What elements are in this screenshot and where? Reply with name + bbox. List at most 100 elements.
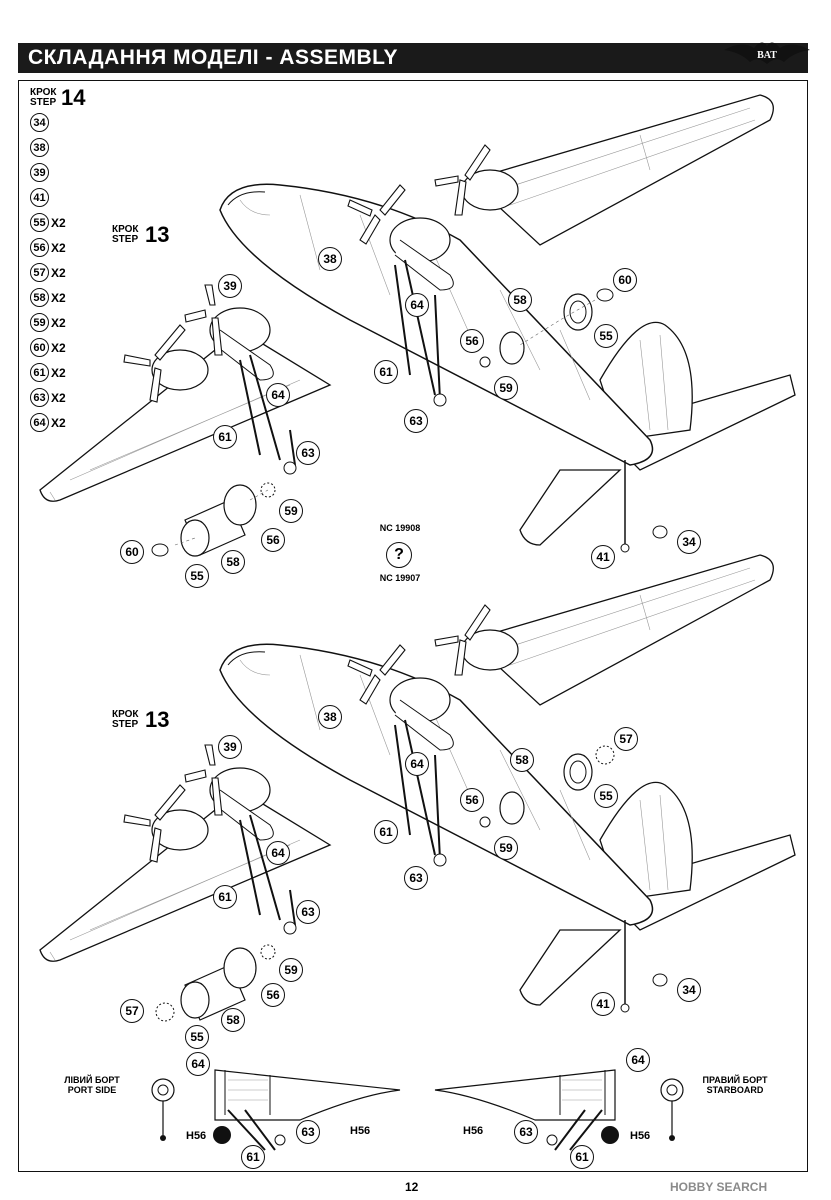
part-number-circle: 64 xyxy=(30,413,49,432)
part-callout: 56 xyxy=(261,983,285,1007)
part-callout: 38 xyxy=(318,247,342,271)
part-callout: 64 xyxy=(405,293,429,317)
paint-code-right-2: H56 xyxy=(630,1130,651,1142)
part-quantity: X2 xyxy=(51,390,66,405)
parts-list-item: 34 xyxy=(30,110,66,135)
part-callout: 61 xyxy=(213,885,237,909)
part-callout: 64 xyxy=(186,1052,210,1076)
part-callout: 64 xyxy=(266,383,290,407)
parts-list-item: 41 xyxy=(30,185,66,210)
part-callout: 39 xyxy=(218,735,242,759)
part-callout: 63 xyxy=(296,441,320,465)
part-number-circle: 41 xyxy=(30,188,49,207)
part-callout: 56 xyxy=(460,788,484,812)
part-callout: 41 xyxy=(591,992,615,1016)
detail-port-side xyxy=(151,1069,401,1151)
part-quantity: X2 xyxy=(51,365,66,380)
part-callout: 34 xyxy=(677,978,701,1002)
paint-code-left-2: H56 xyxy=(350,1125,371,1137)
part-number-circle: 34 xyxy=(30,113,49,132)
part-callout: 64 xyxy=(626,1048,650,1072)
part-quantity: X2 xyxy=(51,265,66,280)
part-callout: 58 xyxy=(221,550,245,574)
part-quantity: X2 xyxy=(51,315,66,330)
part-number-circle: 39 xyxy=(30,163,49,182)
part-callout: 63 xyxy=(296,900,320,924)
part-callout: 34 xyxy=(677,530,701,554)
page-number: 12 xyxy=(405,1180,419,1194)
step14-number: 14 xyxy=(61,85,86,110)
part-callout: 63 xyxy=(296,1120,320,1144)
part-callout: 55 xyxy=(594,324,618,348)
part-callout: 41 xyxy=(591,545,615,569)
part-callout: 63 xyxy=(404,866,428,890)
part-number-circle: 58 xyxy=(30,288,49,307)
svg-text:BAT: BAT xyxy=(757,50,777,61)
part-callout: 63 xyxy=(514,1120,538,1144)
part-callout: 55 xyxy=(185,564,209,588)
instruction-frame xyxy=(18,80,808,1172)
part-callout: 59 xyxy=(279,958,303,982)
bat-logo: BAT xyxy=(722,36,812,70)
variant-bottom: NC 19907 xyxy=(379,573,421,583)
page-title: СКЛАДАННЯ МОДЕЛІ - ASSEMBLY xyxy=(28,46,399,69)
part-callout: 57 xyxy=(120,999,144,1023)
step13-bottom-number: 13 xyxy=(145,707,170,732)
part-callout: 58 xyxy=(221,1008,245,1032)
part-callout: 55 xyxy=(594,784,618,808)
aircraft-view-bottom xyxy=(39,554,796,1022)
part-number-circle: 59 xyxy=(30,313,49,332)
parts-list-item: 38 xyxy=(30,135,66,160)
part-callout: 59 xyxy=(494,836,518,860)
part-callout: 59 xyxy=(279,499,303,523)
part-number-circle: 61 xyxy=(30,363,49,382)
part-callout: 56 xyxy=(460,329,484,353)
part-callout: 61 xyxy=(570,1145,594,1169)
part-callout: 63 xyxy=(404,409,428,433)
part-callout: 39 xyxy=(218,274,242,298)
part-callout: 64 xyxy=(266,841,290,865)
part-callout: 60 xyxy=(613,268,637,292)
part-callout: 56 xyxy=(261,528,285,552)
part-callout: 38 xyxy=(318,705,342,729)
hobby-search-watermark: HOBBY SEARCH xyxy=(670,1180,768,1194)
part-callout: 60 xyxy=(120,540,144,564)
part-number-circle: 55 xyxy=(30,213,49,232)
part-quantity: X2 xyxy=(51,415,66,430)
header-bar: СКЛАДАННЯ МОДЕЛІ - ASSEMBLY xyxy=(18,43,808,73)
paint-code-right: H56 xyxy=(463,1125,484,1137)
part-callout: 58 xyxy=(508,288,532,312)
variant-question-icon: ? xyxy=(386,542,412,568)
part-callout: 59 xyxy=(494,376,518,400)
part-callout: 55 xyxy=(185,1025,209,1049)
part-callout: 58 xyxy=(510,748,534,772)
part-number-circle: 57 xyxy=(30,263,49,282)
part-callout: 61 xyxy=(374,820,398,844)
variant-top: NC 19908 xyxy=(379,523,421,533)
part-quantity: X2 xyxy=(51,340,66,355)
part-number-circle: 38 xyxy=(30,138,49,157)
part-number-circle: 63 xyxy=(30,388,49,407)
part-quantity: X2 xyxy=(51,290,66,305)
part-number-circle: 60 xyxy=(30,338,49,357)
part-callout: 61 xyxy=(241,1145,265,1169)
detail-starboard xyxy=(434,1069,684,1151)
part-callout: 64 xyxy=(405,752,429,776)
part-callout: 57 xyxy=(614,727,638,751)
